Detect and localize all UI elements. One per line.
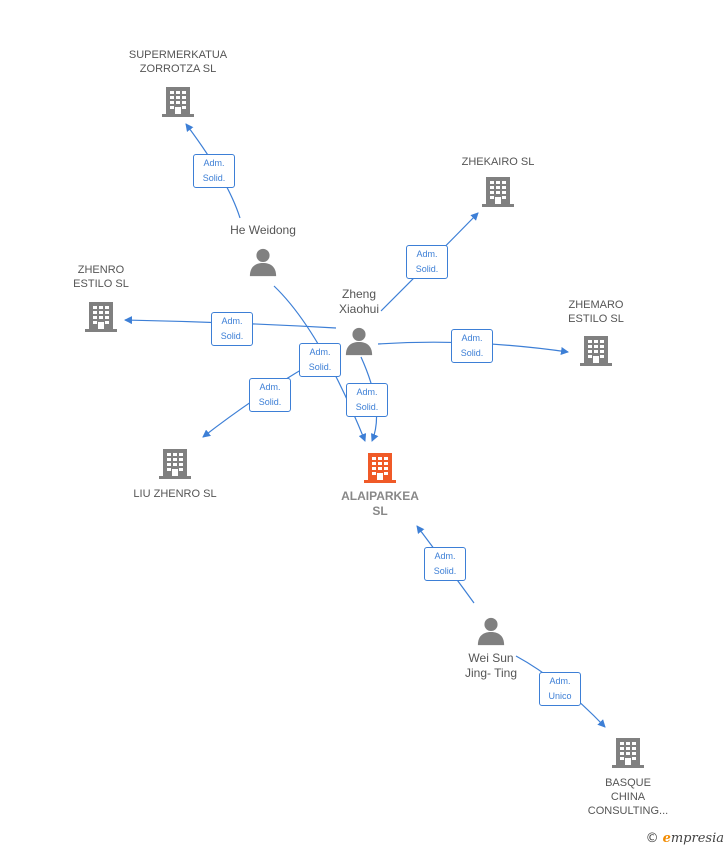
role-badge[interactable]: Adm. Solid. <box>211 312 253 346</box>
role-badge-line: Solid. <box>415 264 439 274</box>
role-badge-line: Adm. <box>259 382 281 392</box>
building-icon[interactable] <box>580 336 612 366</box>
node-label-line: Jing- Ting <box>464 666 518 680</box>
node-label-line: Wei Sun <box>468 651 514 665</box>
node-label-zhekairo[interactable]: ZHEKAIRO SL <box>462 155 535 169</box>
building-icon[interactable] <box>482 177 514 207</box>
building-icon[interactable] <box>612 738 644 768</box>
empresia-brand[interactable]: ©empresia <box>646 831 724 846</box>
role-badge-line: Solid. <box>355 402 379 412</box>
role-badge-line: Adm. <box>356 387 378 397</box>
node-label-supermerkatua[interactable]: SUPERMERKATUA ZORROTZA SL <box>129 48 227 76</box>
role-badge-line: Adm. <box>549 676 571 686</box>
brand-initial: e <box>662 831 671 846</box>
role-badge-line: Adm. <box>203 158 225 168</box>
node-label-line: ESTILO SL <box>73 278 129 290</box>
node-label-line: CHINA <box>610 791 646 803</box>
node-label-line: SUPERMERKATUA <box>128 49 228 61</box>
node-label-line: ZORROTZA SL <box>139 63 217 75</box>
role-badge-line: Solid. <box>433 566 457 576</box>
role-badge[interactable]: Adm. Solid. <box>451 329 493 363</box>
node-label-line: ALAIPARKEA <box>341 489 419 503</box>
node-label-line: LIU ZHENRO SL <box>133 488 217 500</box>
role-badge-line: Solid. <box>308 362 332 372</box>
building-icon[interactable] <box>85 302 117 332</box>
node-label-line: ZHEMARO <box>568 299 624 311</box>
role-badge-line: Solid. <box>220 331 244 341</box>
role-badge-line: Adm. <box>461 333 483 343</box>
node-label-line: Zheng <box>341 287 377 301</box>
role-badge[interactable]: Adm. Solid. <box>299 343 341 377</box>
node-label-line: ZHENRO <box>77 264 125 276</box>
role-badge-line: Adm. <box>416 249 438 259</box>
node-label-line: BASQUE <box>605 777 651 789</box>
role-badge-line: Adm. <box>221 316 243 326</box>
building-icon[interactable] <box>364 453 396 483</box>
person-icon[interactable] <box>477 617 505 646</box>
node-label-line: SL <box>372 504 388 518</box>
node-label-line: Xiaohui <box>338 302 380 316</box>
node-label-basque-china[interactable]: BASQUE CHINA CONSULTING... <box>588 776 668 818</box>
role-badge[interactable]: Adm. Unico <box>539 672 581 706</box>
role-badge-line: Unico <box>548 691 572 701</box>
role-badge-line: Solid. <box>258 397 282 407</box>
node-label-line: He Weidong <box>230 223 296 237</box>
role-badge[interactable]: Adm. Solid. <box>249 378 291 412</box>
brand-name: mpresia <box>670 831 724 846</box>
person-icon[interactable] <box>249 248 277 277</box>
node-label-he-weidong[interactable]: He Weidong <box>230 223 296 238</box>
node-label-liu-zhenro[interactable]: LIU ZHENRO SL <box>133 487 216 501</box>
role-badge[interactable]: Adm. Solid. <box>406 245 448 279</box>
node-label-zhemaro[interactable]: ZHEMARO ESTILO SL <box>568 298 624 326</box>
role-badge-line: Adm. <box>309 347 331 357</box>
building-icon[interactable] <box>162 87 194 117</box>
node-label-line: ZHEKAIRO SL <box>461 156 535 168</box>
copyright-icon: © <box>645 831 659 846</box>
person-icon[interactable] <box>345 327 373 356</box>
role-badge-line: Solid. <box>460 348 484 358</box>
building-icon[interactable] <box>159 449 191 479</box>
node-label-line: CONSULTING... <box>587 805 669 817</box>
role-badge[interactable]: Adm. Solid. <box>193 154 235 188</box>
role-badge[interactable]: Adm. Solid. <box>424 547 466 581</box>
node-label-line: ESTILO SL <box>568 313 624 325</box>
role-badge-line: Adm. <box>434 551 456 561</box>
role-badge-line: Solid. <box>202 173 226 183</box>
role-badge[interactable]: Adm. Solid. <box>346 383 388 417</box>
node-label-zhenro-estilo[interactable]: ZHENRO ESTILO SL <box>73 263 129 291</box>
